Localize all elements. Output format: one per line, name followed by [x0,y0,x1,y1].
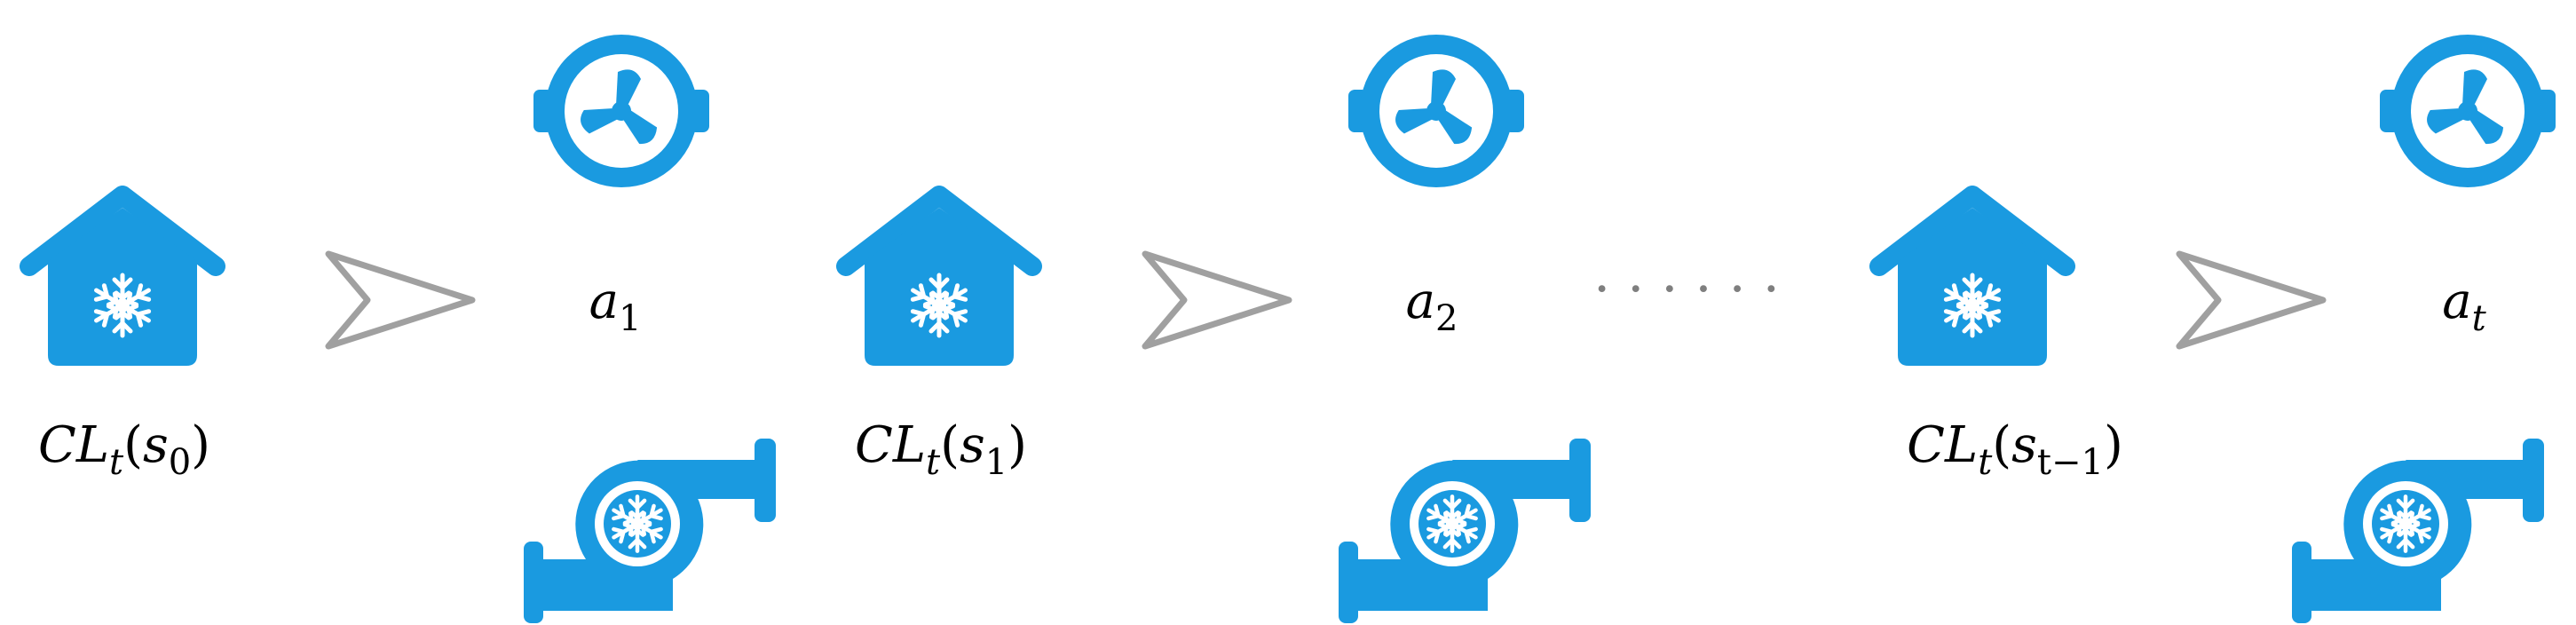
house-snowflake-icon [846,195,1032,366]
fan-icon [533,35,709,187]
blower-snowflake-icon [524,439,776,623]
arrow-right-icon [328,254,472,346]
arrow-right-icon [2179,254,2323,346]
blower-snowflake-icon [2292,439,2544,623]
stage-2: CLt(s1) a2 [846,35,1591,623]
fan-icon [1348,35,1524,187]
state-label-2: CLt(s1) [855,416,1027,483]
state-label-t: CLt(st−1) [1907,416,2123,483]
blower-snowflake-icon [1339,439,1591,623]
ellipsis-dots: · · · · · · [1593,258,1780,320]
stage-t: CLt(st−1) at [1879,35,2556,623]
house-snowflake-icon [1879,195,2066,366]
action-label-2: a2 [1406,273,1458,339]
state-label-1: CLt(s0) [38,416,210,483]
house-snowflake-icon [29,195,216,366]
fan-icon [2380,35,2556,187]
stage-1: CLt(s0) a1 [29,35,776,623]
action-label-1: a1 [589,273,642,339]
action-label-t: at [2442,273,2486,339]
arrow-right-icon [1145,254,1289,346]
